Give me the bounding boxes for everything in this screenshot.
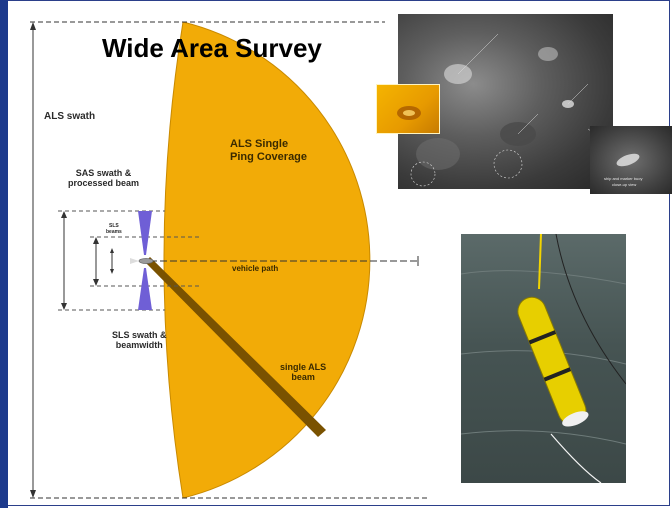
sls-beams-label-line1: SLS [109, 223, 119, 229]
als-single-ping-label-line2: Ping Coverage [230, 150, 308, 163]
sls-beams-label: SLS beams [106, 223, 122, 236]
sonar-inset-orange [376, 84, 440, 134]
sas-beam-upper [138, 211, 152, 255]
sonar-caption-line1: ship and marker buoy [604, 176, 643, 181]
single-als-beam-label-line2: beam [291, 372, 315, 383]
sas-swath-label: SAS swath & processed beam [68, 168, 139, 189]
als-coverage-fan [163, 21, 371, 499]
single-als-beam-label: single ALS beam [280, 362, 326, 383]
als-single-ping-label: ALS Single Ping Coverage [230, 138, 307, 163]
sas-beam-lower [138, 268, 152, 310]
sonar-caption-line2: close-up view [612, 182, 637, 187]
sas-swath-label-line2: processed beam [68, 178, 140, 189]
als-single-ping-label-line1: ALS Single [230, 138, 289, 150]
vehicle-path-label: vehicle path [232, 264, 279, 273]
sonar-closeup-image: ship and marker buoy close-up view [590, 126, 672, 194]
sls-swath-label-line1: SLS swath & [112, 330, 167, 340]
sls-swath-label: SLS swath & beamwidth [112, 330, 167, 351]
auv-body [517, 296, 589, 427]
sls-swath-label-line2: beamwidth [115, 340, 163, 351]
slide-title: Wide Area Survey [102, 33, 322, 63]
als-swath-label: ALS swath [44, 111, 96, 122]
vehicle-icon [138, 258, 154, 264]
single-als-beam-label-line1: single ALS [280, 362, 327, 372]
sas-swath-label-line1: SAS swath & [75, 168, 132, 178]
single-als-beam [145, 257, 326, 437]
auv-photo [461, 234, 626, 483]
sls-beams-label-line2: beams [106, 228, 122, 235]
accent-bar [0, 0, 8, 508]
